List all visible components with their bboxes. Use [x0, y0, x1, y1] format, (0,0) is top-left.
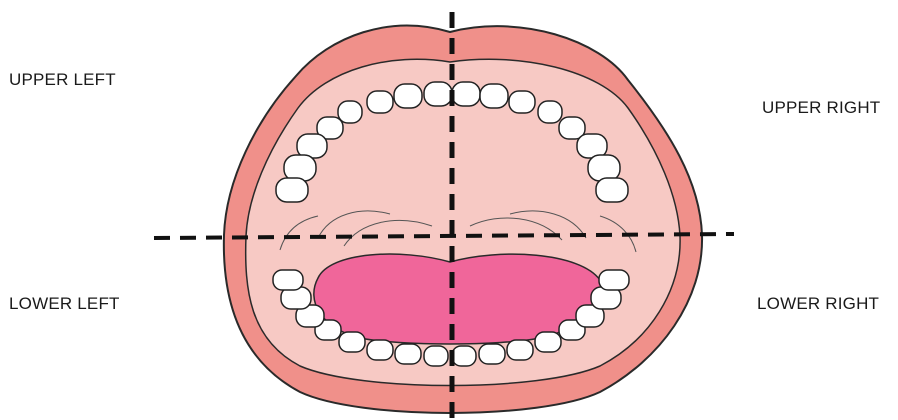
upper-tooth [509, 91, 535, 113]
upper-tooth [538, 101, 562, 123]
lower-tooth [273, 270, 303, 290]
lower-tooth [599, 270, 629, 290]
lower-tooth [395, 344, 421, 364]
lower-tooth [479, 344, 505, 364]
upper-tooth [276, 178, 308, 202]
upper-tooth [480, 84, 508, 108]
upper-tooth [367, 91, 393, 113]
upper-tooth [424, 82, 452, 106]
lower-tooth [339, 332, 365, 352]
lower-tooth [507, 340, 533, 360]
lower-tooth [452, 346, 476, 366]
lower-tooth [367, 340, 393, 360]
upper-tooth [596, 178, 628, 202]
lower-tooth [535, 332, 561, 352]
lower-tooth [424, 346, 448, 366]
upper-tooth [284, 155, 316, 181]
upper-tooth [588, 155, 620, 181]
upper-tooth [452, 82, 480, 106]
upper-tooth [338, 101, 362, 123]
upper-tooth [394, 84, 422, 108]
